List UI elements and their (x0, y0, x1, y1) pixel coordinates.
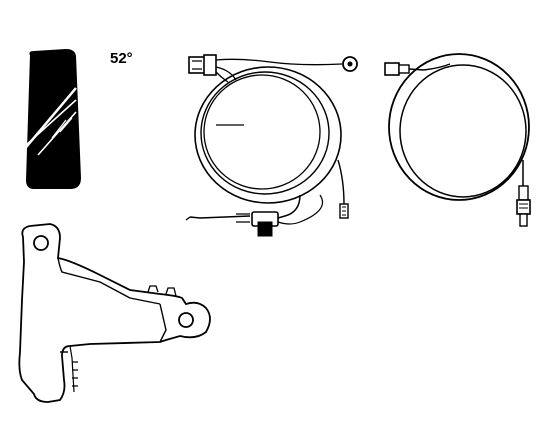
angle-label: 52° (110, 50, 133, 67)
antenna-cable-icon (384, 53, 531, 227)
power-cable-icon (185, 54, 358, 237)
mirror-glass-icon (21, 48, 82, 189)
mounting-bracket-icon (18, 223, 211, 403)
